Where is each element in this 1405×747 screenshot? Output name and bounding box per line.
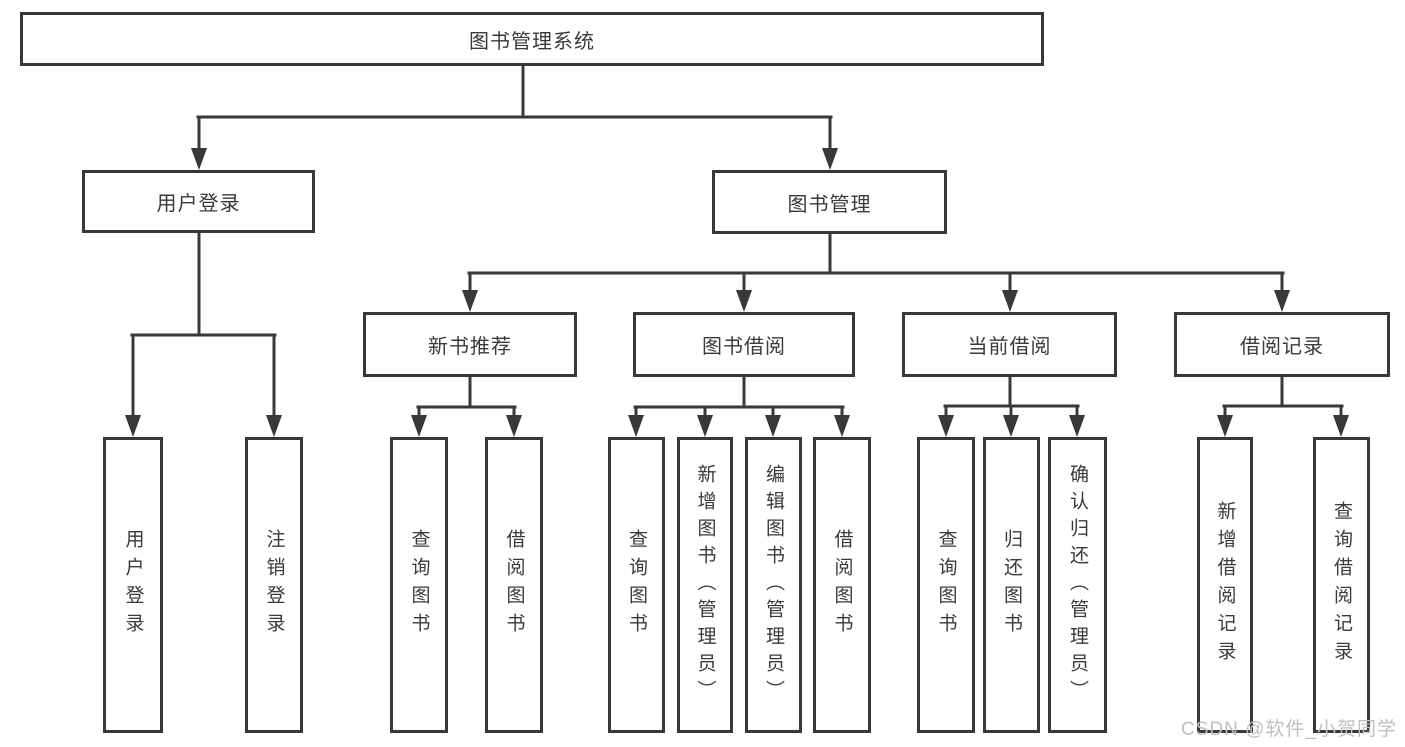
arrowhead-current-borrowing: [1002, 290, 1018, 312]
node-label: 查询图书: [935, 529, 957, 641]
leaf-query-borrow-record: 查询借阅记录: [1313, 437, 1370, 733]
arrowhead-leaf-logout: [266, 415, 282, 437]
arrowhead-borrow-books-1: [506, 415, 522, 437]
node-label: 查询图书: [408, 529, 430, 641]
node-label: 新书推荐: [428, 336, 512, 358]
node-borrowing-records: 借阅记录: [1174, 312, 1390, 377]
node-label: 用户登录: [156, 193, 241, 215]
node-label: 图书管理系统: [469, 30, 595, 53]
node-label: 借阅图书: [831, 529, 853, 641]
leaf-borrow-books-1: 借阅图书: [485, 437, 543, 733]
node-book-borrowing: 图书借阅: [633, 312, 855, 377]
node-library-system: 图书管理系统: [20, 12, 1044, 66]
node-label: 新增借阅记录: [1214, 501, 1236, 669]
leaf-logout: 注销登录: [245, 437, 303, 733]
arrowhead-query-books-2: [628, 415, 644, 437]
leaf-user-login: 用户登录: [103, 437, 163, 733]
node-new-book-recommend: 新书推荐: [363, 312, 577, 377]
node-book-management: 图书管理: [712, 170, 947, 234]
node-current-borrowing: 当前借阅: [902, 312, 1117, 377]
leaf-edit-book-admin: 编辑图书（管理员）: [745, 437, 802, 733]
leaf-query-books-2: 查询图书: [608, 437, 665, 733]
leaf-confirm-return-admin: 确认归还（管理员）: [1048, 437, 1107, 733]
node-label: 编辑图书（管理员）: [763, 463, 784, 707]
leaf-return-books: 归还图书: [983, 437, 1040, 733]
arrowhead-query-books-1: [411, 415, 427, 437]
arrowhead-confirm-return: [1069, 415, 1085, 437]
arrowhead-query-books-3: [938, 415, 954, 437]
node-label: 确认归还（管理员）: [1067, 463, 1088, 707]
node-label: 归还图书: [1001, 529, 1022, 641]
arrowhead-user-login: [191, 148, 207, 170]
arrowhead-query-borrow-record: [1333, 415, 1349, 437]
arrowhead-book-borrowing: [736, 290, 752, 312]
leaf-borrow-books-2: 借阅图书: [813, 437, 871, 733]
node-label: 图书管理: [787, 193, 872, 216]
node-label: 新增图书（管理员）: [694, 463, 716, 707]
node-label: 借阅图书: [503, 529, 525, 641]
csdn-watermark: CSDN @软件_小贺同学: [1181, 719, 1397, 740]
arrowhead-add-borrow-record: [1217, 415, 1233, 437]
arrowhead-new-book-recommend: [462, 290, 478, 312]
arrowhead-edit-book: [765, 415, 781, 437]
node-label: 查询借阅记录: [1331, 501, 1352, 669]
arrowhead-add-book: [697, 415, 713, 437]
leaf-add-book-admin: 新增图书（管理员）: [677, 437, 733, 733]
leaf-add-borrow-record: 新增借阅记录: [1197, 437, 1253, 733]
arrowhead-return-books: [1003, 415, 1019, 437]
node-label: 用户登录: [122, 529, 144, 641]
arrowhead-borrowing-records: [1274, 290, 1290, 312]
arrowhead-borrow-books-2: [834, 415, 850, 437]
node-label: 图书借阅: [702, 336, 786, 358]
node-label: 查询图书: [626, 529, 647, 641]
node-label: 借阅记录: [1240, 336, 1324, 358]
leaf-query-books-3: 查询图书: [917, 437, 975, 733]
node-label: 注销登录: [263, 529, 285, 641]
arrowhead-book-management: [822, 148, 838, 170]
node-label: 当前借阅: [967, 336, 1052, 358]
arrowhead-leaf-user-login: [125, 415, 141, 437]
node-user-login: 用户登录: [82, 170, 315, 233]
leaf-query-books-1: 查询图书: [390, 437, 448, 733]
